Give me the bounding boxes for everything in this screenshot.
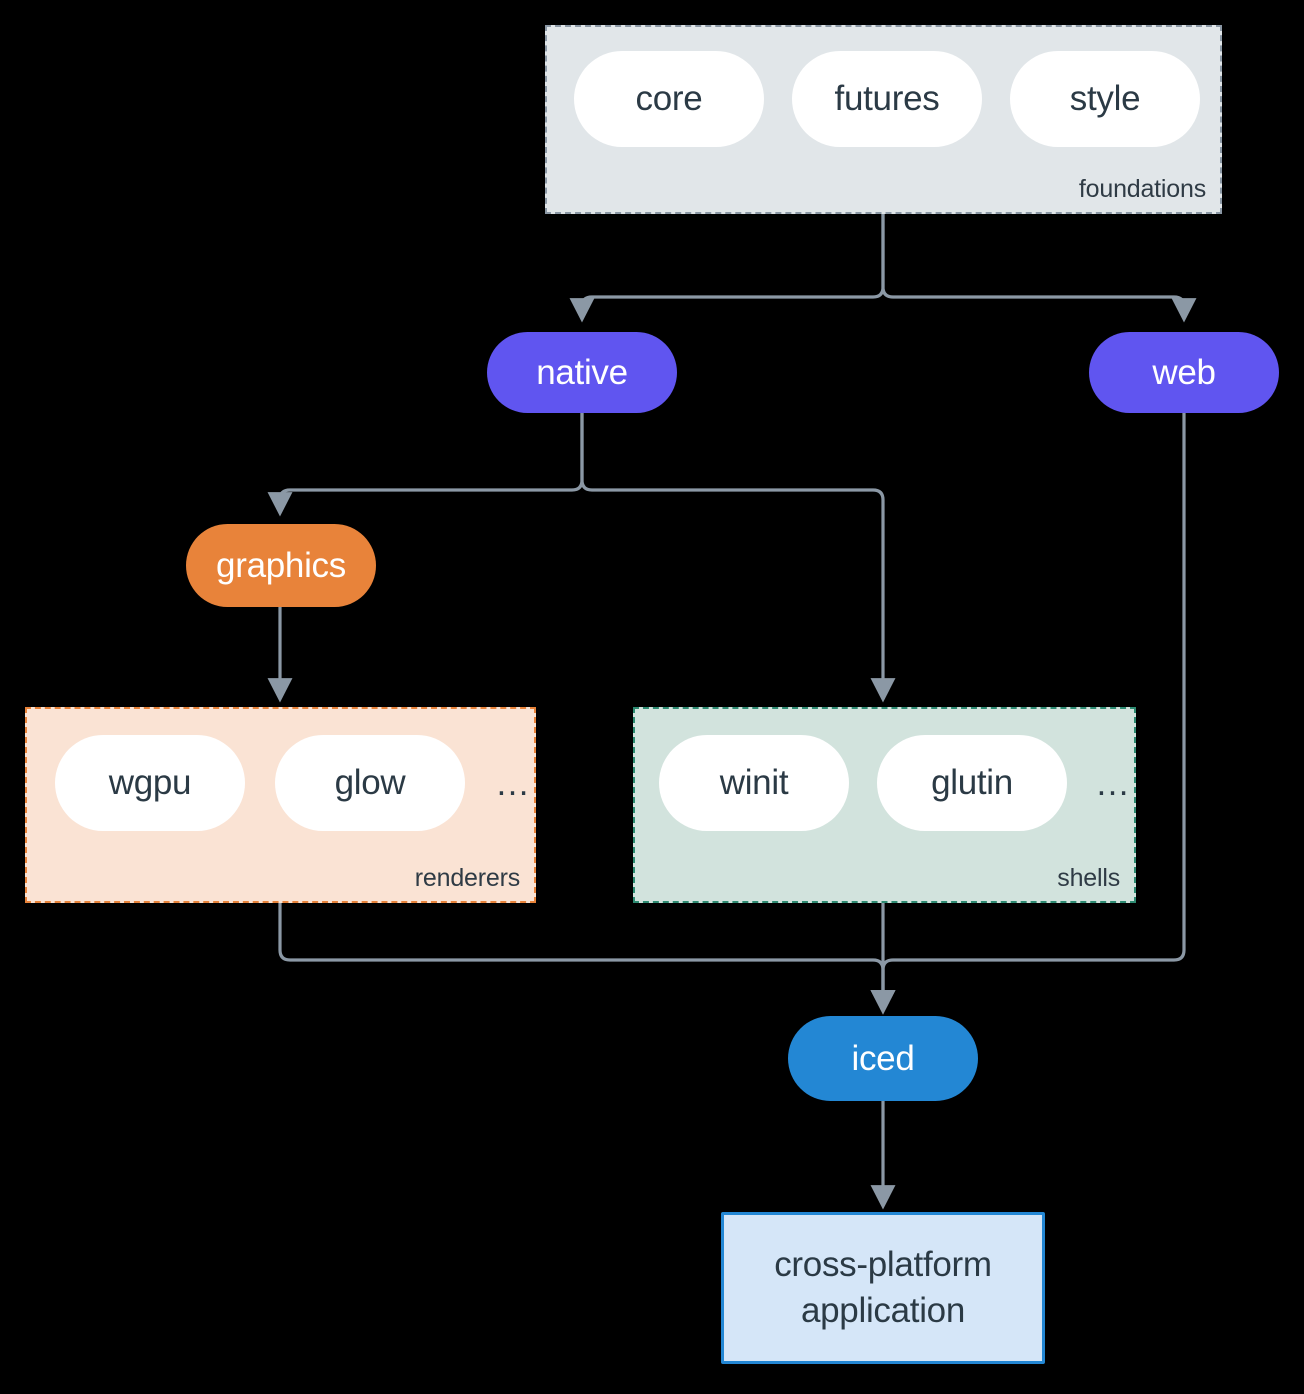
node-label: iced bbox=[851, 1038, 915, 1078]
renderers-overflow-ellipsis: … bbox=[495, 763, 531, 803]
edge-foundations-native bbox=[569, 214, 885, 323]
edge-foundations-web bbox=[881, 214, 1197, 323]
node-web[interactable]: web bbox=[1089, 332, 1279, 413]
cluster-label-shells: shells bbox=[1057, 864, 1120, 892]
leaf-glow[interactable]: glow bbox=[275, 735, 465, 831]
leaf-style[interactable]: style bbox=[1010, 51, 1200, 147]
cluster-shells: winit glutin … shells bbox=[633, 707, 1136, 903]
edge-native-graphics bbox=[267, 413, 584, 517]
node-label: graphics bbox=[216, 545, 346, 585]
leaf-label: winit bbox=[719, 763, 789, 802]
cluster-label-foundations: foundations bbox=[1078, 175, 1206, 203]
leaf-futures[interactable]: futures bbox=[792, 51, 982, 147]
leaf-glutin[interactable]: glutin bbox=[877, 735, 1067, 831]
node-label: native bbox=[536, 352, 628, 392]
node-cross-platform-application[interactable]: cross-platform application bbox=[721, 1212, 1045, 1364]
leaf-wgpu[interactable]: wgpu bbox=[55, 735, 245, 831]
leaf-winit[interactable]: winit bbox=[659, 735, 849, 831]
cluster-label-renderers: renderers bbox=[414, 864, 520, 892]
leaf-label: core bbox=[635, 79, 703, 118]
node-graphics[interactable]: graphics bbox=[186, 524, 376, 607]
leaf-label: futures bbox=[834, 79, 940, 118]
foundations-items: core futures style bbox=[547, 51, 1247, 147]
node-iced[interactable]: iced bbox=[788, 1016, 978, 1101]
leaf-label: style bbox=[1069, 79, 1141, 118]
leaf-label: wgpu bbox=[108, 763, 192, 802]
cluster-foundations: core futures style foundations bbox=[545, 25, 1222, 214]
renderers-items: wgpu glow … bbox=[27, 735, 562, 831]
cluster-renderers: wgpu glow … renderers bbox=[25, 707, 536, 903]
node-label: web bbox=[1152, 352, 1216, 392]
leaf-label: glow bbox=[334, 763, 406, 802]
shells-overflow-ellipsis: … bbox=[1095, 763, 1131, 803]
shells-items: winit glutin … bbox=[635, 735, 1158, 831]
leaf-core[interactable]: core bbox=[574, 51, 764, 147]
edge-native-shells bbox=[580, 413, 896, 703]
application-line-1: cross-platform bbox=[774, 1244, 992, 1284]
node-native[interactable]: native bbox=[487, 332, 677, 413]
leaf-label: glutin bbox=[931, 763, 1013, 802]
application-line-2: application bbox=[800, 1291, 966, 1330]
edge-renderers-iced bbox=[278, 903, 896, 1015]
